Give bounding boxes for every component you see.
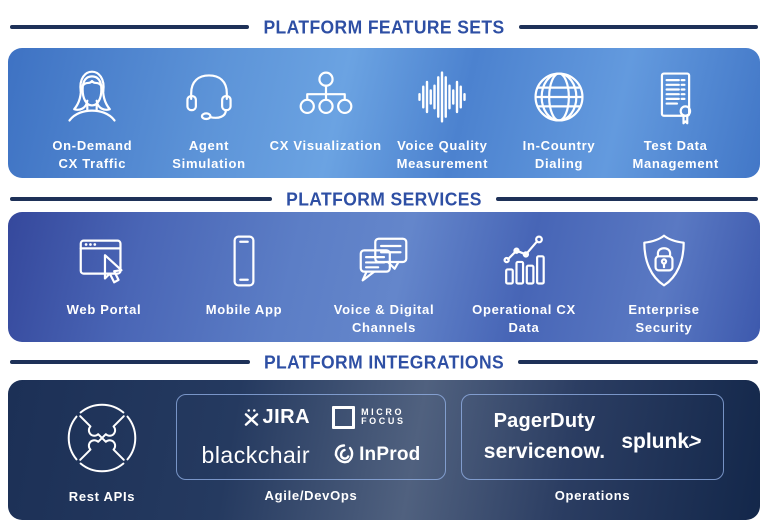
waveform-icon (412, 64, 472, 130)
browser-cursor-icon (73, 228, 135, 294)
jira-logo: JIRA (242, 406, 311, 429)
feature-test-data-management: Test Data Management (617, 64, 734, 172)
chat-bubbles-icon (353, 228, 415, 294)
splunk-logo: splunk> (621, 430, 704, 454)
feature-on-demand-cx-traffic: On-Demand CX Traffic (34, 64, 151, 172)
service-mobile-app: Mobile App (174, 228, 314, 319)
operations-box: PagerDuty servicenow. splunk> (461, 394, 724, 480)
rest-apis-label: Rest APIs (68, 489, 136, 504)
service-web-portal: Web Portal (34, 228, 174, 319)
splunk-chevron-icon: > (686, 430, 704, 453)
header-line-right (495, 197, 759, 201)
woman-user-icon (62, 64, 122, 130)
shield-lock-icon (634, 228, 694, 294)
integrations-title: PLATFORM INTEGRATIONS (263, 350, 505, 373)
bar-chart-icon (494, 228, 554, 294)
service-enterprise-security: Enterprise Security (594, 228, 734, 336)
service-label: Enterprise Security (628, 302, 700, 335)
inprod-text: InProd (359, 444, 421, 465)
micro-focus-square-icon (332, 405, 356, 429)
feature-in-country-dialing: In-Country Dialing (501, 64, 618, 172)
service-label: Voice & Digital Channels (333, 302, 435, 335)
agile-devops-box: JIRA MICRO FOCUS blackchair (176, 394, 446, 480)
org-chart-icon (296, 64, 356, 130)
servicenow-logo: servicenow. (483, 440, 606, 463)
feature-label: Agent Simulation (172, 138, 246, 171)
feature-agent-simulation: Agent Simulation (151, 64, 268, 172)
features-header: PLATFORM FEATURE SETS (10, 15, 759, 38)
feature-cx-visualization: CX Visualization (267, 64, 384, 155)
feature-voice-quality: Voice Quality Measurement (384, 64, 501, 172)
feature-label: CX Visualization (269, 138, 382, 153)
smartphone-icon (214, 228, 274, 294)
feature-label: Test Data Management (632, 138, 719, 171)
service-voice-digital-channels: Voice & Digital Channels (314, 228, 454, 336)
feature-label: In-Country Dialing (522, 138, 596, 171)
operations-group: PagerDuty servicenow. splunk> Operations (461, 394, 724, 505)
header-line-left (10, 25, 250, 29)
globe-icon (529, 64, 589, 130)
rest-apis-group: Rest APIs (32, 394, 172, 506)
jira-text: JIRA (262, 405, 311, 428)
splunk-text: splunk (621, 430, 690, 453)
integrations-band: Rest APIs JIRA MICRO (8, 380, 760, 520)
integrations-header: PLATFORM INTEGRATIONS (10, 350, 759, 373)
header-line-left (10, 197, 273, 201)
blackchair-logo: blackchair (201, 441, 311, 468)
certified-document-icon (646, 64, 706, 130)
service-label: Mobile App (205, 302, 283, 317)
feature-label: On-Demand CX Traffic (52, 138, 133, 171)
operations-label: Operations (554, 488, 631, 503)
services-header: PLATFORM SERVICES (10, 187, 759, 210)
agile-devops-group: JIRA MICRO FOCUS blackchair (176, 394, 446, 505)
header-line-left (10, 360, 250, 364)
header-line-right (518, 360, 759, 364)
agile-devops-label: Agile/DevOps (264, 488, 358, 503)
puzzle-circle-icon (61, 397, 143, 479)
headset-icon (179, 64, 239, 130)
service-label: Operational CX Data (472, 302, 576, 335)
header-line-right (518, 25, 759, 29)
micro-focus-line1: MICRO (361, 406, 405, 417)
services-title: PLATFORM SERVICES (286, 187, 482, 210)
feature-sets-band: On-Demand CX Traffic Agent Simulation (8, 48, 760, 178)
services-band: Web Portal Mobile App (8, 212, 760, 342)
micro-focus-line2: FOCUS (361, 416, 406, 426)
pagerduty-logo: PagerDuty (493, 410, 596, 432)
feature-label: Voice Quality Measurement (396, 138, 489, 171)
service-operational-cx-data: Operational CX Data (454, 228, 594, 336)
micro-focus-logo: MICRO FOCUS (332, 405, 406, 429)
inprod-swirl-icon (334, 444, 354, 464)
jira-mark-icon (244, 408, 258, 426)
features-title: PLATFORM FEATURE SETS (263, 15, 505, 38)
service-label: Web Portal (66, 302, 142, 317)
inprod-logo: InProd (332, 443, 420, 467)
